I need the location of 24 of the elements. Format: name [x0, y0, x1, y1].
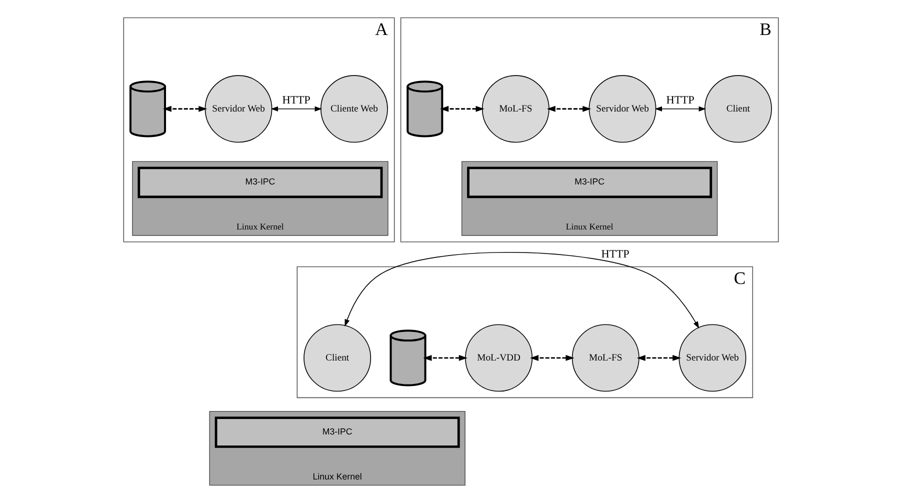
- node-circle: Client: [704, 75, 772, 143]
- node-circle: Client: [303, 324, 371, 392]
- node-circle: Servidor Web: [204, 75, 272, 143]
- node-box: M3-IPC: [137, 166, 382, 198]
- arrow: [636, 354, 681, 361]
- node-circle: Servidor Web: [588, 75, 656, 143]
- edge-label: HTTP: [600, 248, 629, 260]
- edge-label: HTTP: [282, 94, 310, 106]
- node-circle: MoL-FS: [481, 75, 549, 143]
- node-circle: Servidor Web: [678, 324, 746, 392]
- arrow: [546, 106, 591, 112]
- arrow: [162, 106, 207, 112]
- node-circle: MoL-FS: [571, 324, 639, 392]
- edge-label: HTTP: [666, 94, 694, 106]
- node-circle: MoL-VDD: [464, 324, 532, 392]
- arrow: [440, 106, 484, 112]
- arrow: [422, 354, 467, 361]
- arrow: [654, 106, 706, 112]
- node-box: M3-IPC: [466, 166, 712, 198]
- node-box: M3-IPC: [214, 416, 460, 448]
- arrow: [344, 252, 699, 329]
- node-circle: Cliente Web: [320, 75, 388, 143]
- arrow: [530, 354, 574, 361]
- arrow: [270, 106, 322, 112]
